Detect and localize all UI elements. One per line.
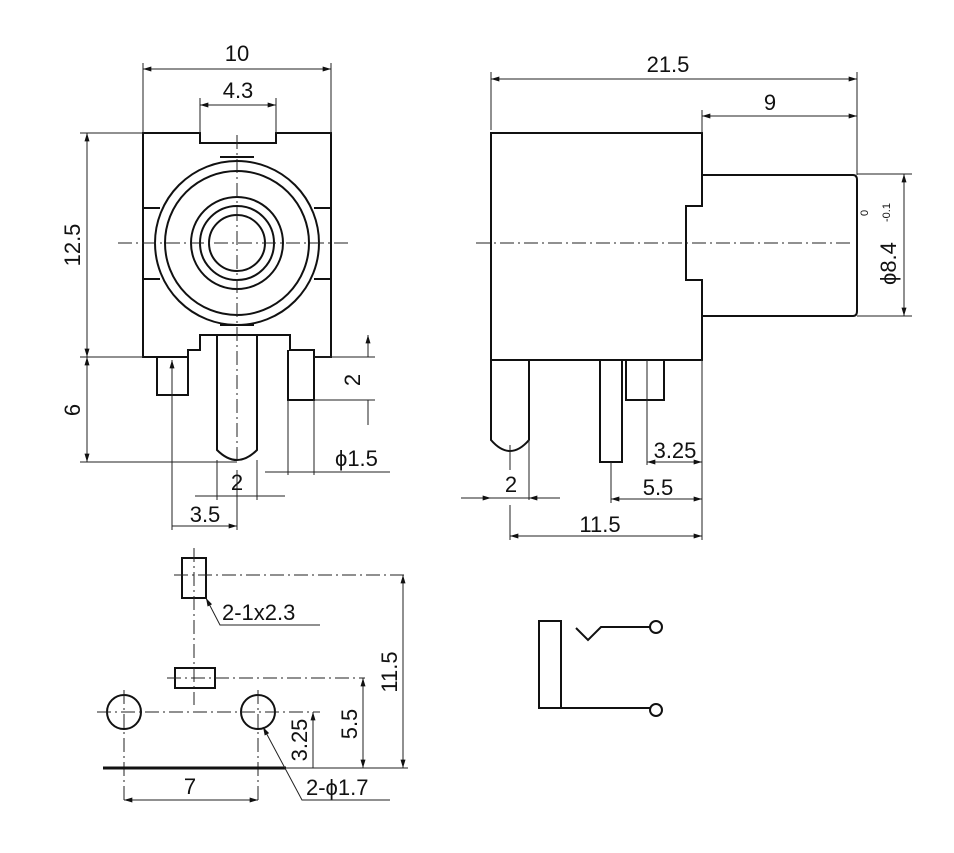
schematic-symbol bbox=[538, 620, 663, 717]
slot-label: 2-1x2.3 bbox=[222, 600, 295, 625]
tolerance-lower: -0.1 bbox=[881, 203, 893, 222]
hole-label: 2-ϕ1.7 bbox=[306, 775, 368, 800]
dim-3-25: 3.25 bbox=[654, 438, 697, 463]
dim-total-length: 21.5 bbox=[647, 52, 690, 77]
dim-barrel-diameter: ϕ8.4 bbox=[876, 242, 901, 285]
dim-pin-diameter: ϕ1.5 bbox=[335, 446, 378, 471]
dim-11-5: 11.5 bbox=[579, 512, 620, 537]
dim-side-pin: 2 bbox=[340, 374, 365, 386]
dim-notch: 4.3 bbox=[223, 78, 254, 103]
dim-barrel-length: 9 bbox=[764, 90, 776, 115]
dim-footprint-7: 7 bbox=[184, 774, 196, 799]
dim-width: 10 bbox=[225, 41, 249, 66]
dim-pin-offset: 3.5 bbox=[190, 502, 221, 527]
dim-center-pin: 2 bbox=[231, 470, 243, 495]
dim-footprint-5-5: 5.5 bbox=[337, 709, 362, 740]
dim-footprint-11-5: 11.5 bbox=[377, 651, 402, 692]
dim-footprint-3-25: 3.25 bbox=[287, 719, 312, 762]
side-view: 21.5 9 ϕ8.4 0 -0.1 2 3.25 5.5 11.5 bbox=[461, 52, 912, 540]
dim-5-5: 5.5 bbox=[643, 475, 674, 500]
dim-pin-width: 2 bbox=[505, 472, 517, 497]
pcb-footprint: 2-1x2.3 2-ϕ1.7 11.5 5.5 3.25 7 bbox=[97, 548, 408, 803]
dim-body-height: 12.5 bbox=[60, 224, 85, 267]
dim-pin-length: 6 bbox=[60, 404, 85, 416]
front-view: 10 4.3 12.5 6 2 ϕ1.5 2 3.5 bbox=[60, 41, 390, 530]
tolerance-upper: 0 bbox=[859, 210, 871, 216]
